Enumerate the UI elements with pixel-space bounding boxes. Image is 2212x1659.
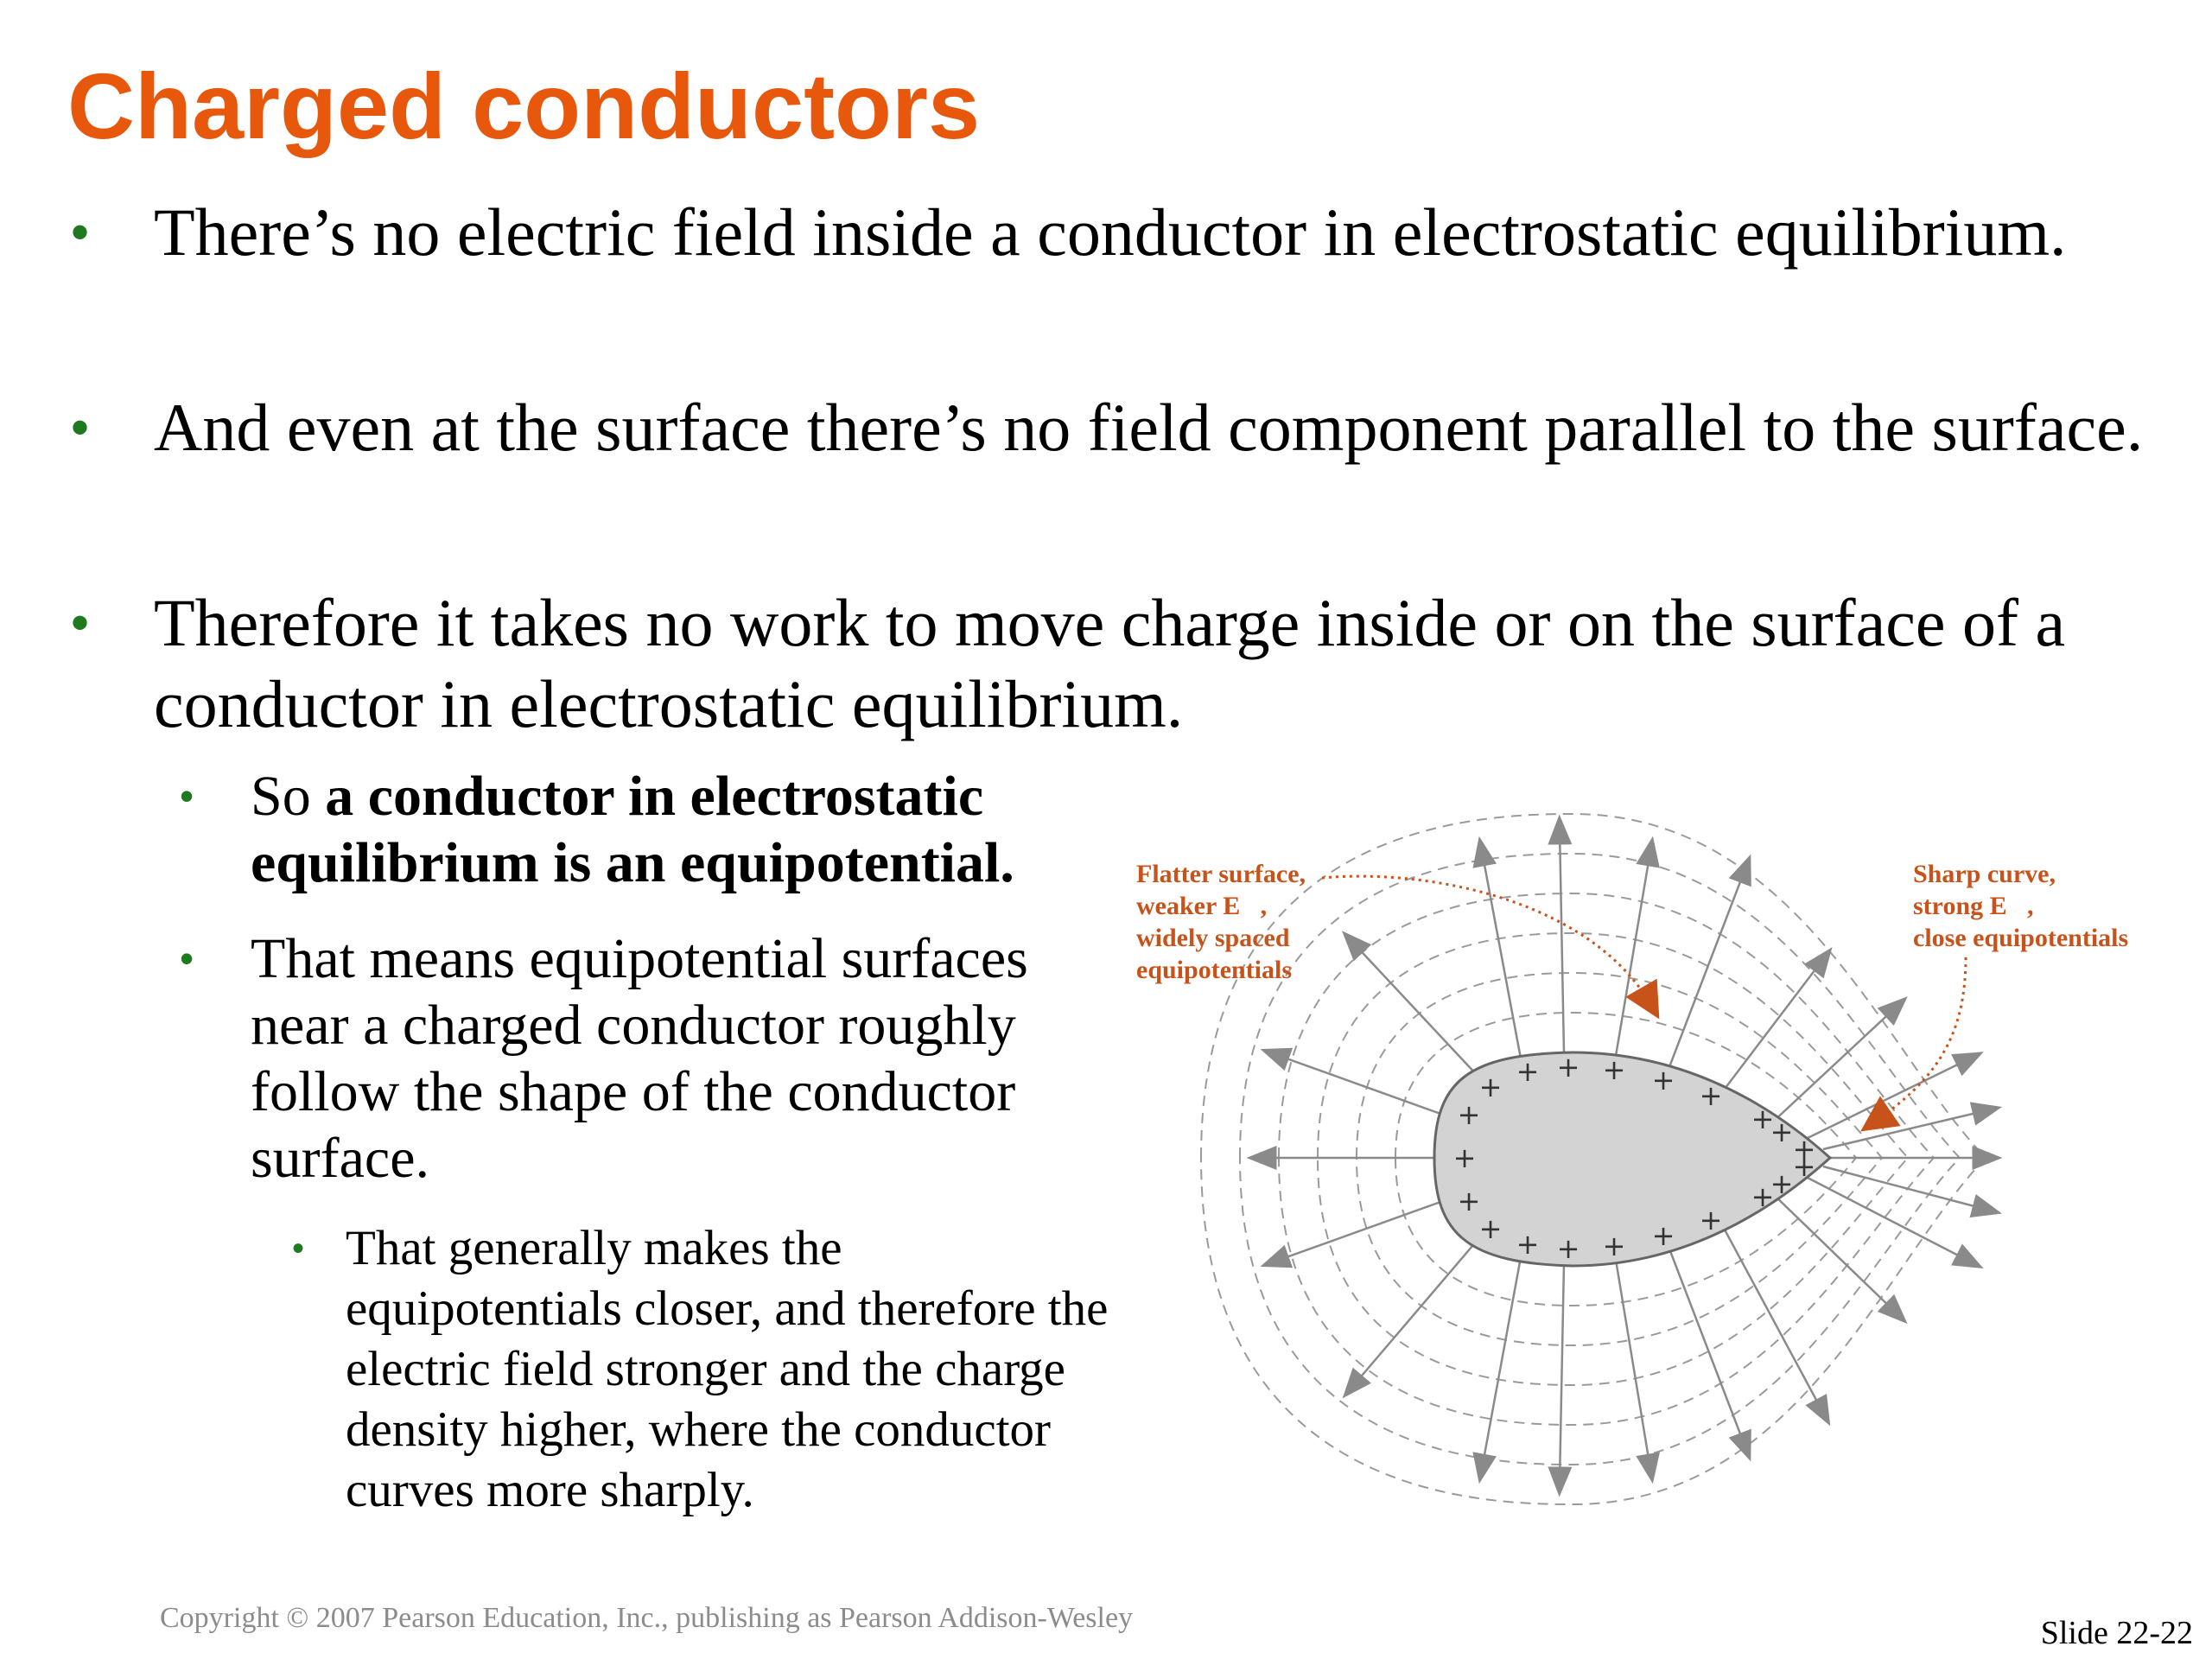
plus-charge: +: [1652, 1219, 1675, 1252]
field-line: [1719, 947, 1833, 1096]
field-line: [1805, 1175, 1984, 1269]
right-callout-arrow: [1860, 957, 1967, 1132]
field-line: [1718, 1219, 1831, 1427]
bullet-marker: •: [292, 1230, 305, 1268]
sub-sub-bullet-1: That generally makes the equipotentials …: [346, 1221, 1109, 1517]
plus-charge: +: [1479, 1071, 1503, 1103]
plus-charge: +: [1770, 1167, 1794, 1200]
plus-charge: +: [1516, 1228, 1540, 1261]
plus-charge: +: [1453, 1141, 1477, 1174]
field-line: [1822, 1102, 2003, 1151]
plus-charge: +: [1700, 1079, 1723, 1112]
field-line: [1472, 836, 1522, 1059]
plus-charge: +: [1603, 1053, 1626, 1086]
bullet-3: Therefore it takes no work to move charg…: [154, 585, 2066, 741]
plus-charge: +: [1793, 1150, 1816, 1183]
plus-charge: +: [1479, 1212, 1503, 1245]
left-callout: Flatter surface, weaker E⃗, widely space…: [1136, 860, 1313, 984]
plus-charge: +: [1751, 1180, 1775, 1213]
conductor-body: [1433, 1051, 1833, 1268]
field-line: [1472, 1256, 1522, 1484]
bullet-marker: •: [71, 398, 90, 456]
sub-bullet-2: That means equipotential surfaces near a…: [251, 927, 1028, 1190]
plus-charge: +: [1793, 1133, 1816, 1166]
field-line: [1614, 836, 1660, 1057]
bullet-marker: •: [71, 203, 90, 261]
copyright-footer: Copyright © 2007 Pearson Education, Inc.…: [160, 1602, 1134, 1634]
plus-charge: +: [1516, 1055, 1540, 1088]
bullet-marker: •: [180, 936, 194, 981]
plus-charge: +: [1700, 1204, 1723, 1236]
field-line: [1666, 1243, 1751, 1462]
plus-charge: +: [1652, 1064, 1675, 1096]
field-line: [1822, 1165, 2002, 1218]
plus-charge: +: [1770, 1116, 1794, 1148]
field-line: [1614, 1259, 1660, 1484]
sub-bullet-1-bold: a conductor in electrostatic equilibrium…: [251, 765, 1014, 894]
plus-charge: +: [1603, 1230, 1626, 1262]
bullet-1: There’s no electric field inside a condu…: [154, 194, 2067, 270]
surface-charges: +++++++++++++++++++++: [1453, 1051, 1816, 1265]
field-line: [1805, 1052, 1984, 1141]
plus-charge: +: [1458, 1185, 1481, 1217]
field-line: [1548, 1262, 1573, 1497]
slide-title: Charged conductors: [67, 54, 981, 158]
field-line: [1260, 1047, 1444, 1116]
field-line: [1342, 931, 1478, 1077]
plus-charge: +: [1751, 1103, 1775, 1135]
right-callout: Sharp curve, strong E⃗, close equipotent…: [1913, 860, 2128, 952]
field-line: [1770, 1192, 1908, 1325]
field-lines: [1246, 814, 2003, 1497]
sub-bullet-1: So a conductor in electrostatic equilibr…: [251, 763, 1123, 896]
plus-charge: +: [1557, 1051, 1580, 1084]
sub-bullet-1-prefix: So: [251, 765, 326, 828]
slide-number: Slide 22-22: [2040, 1615, 2193, 1651]
bullet-marker: •: [180, 773, 194, 818]
bullet-2: And even at the surface there’s no field…: [154, 390, 2144, 465]
field-line: [1666, 854, 1751, 1072]
field-line: [1342, 1239, 1478, 1399]
plus-charge: +: [1458, 1098, 1481, 1131]
field-line: [1260, 1199, 1444, 1268]
field-line: [1770, 996, 1908, 1124]
plus-charge: +: [1557, 1232, 1580, 1265]
field-line: [1548, 814, 1573, 1053]
bullet-marker: •: [71, 594, 90, 652]
